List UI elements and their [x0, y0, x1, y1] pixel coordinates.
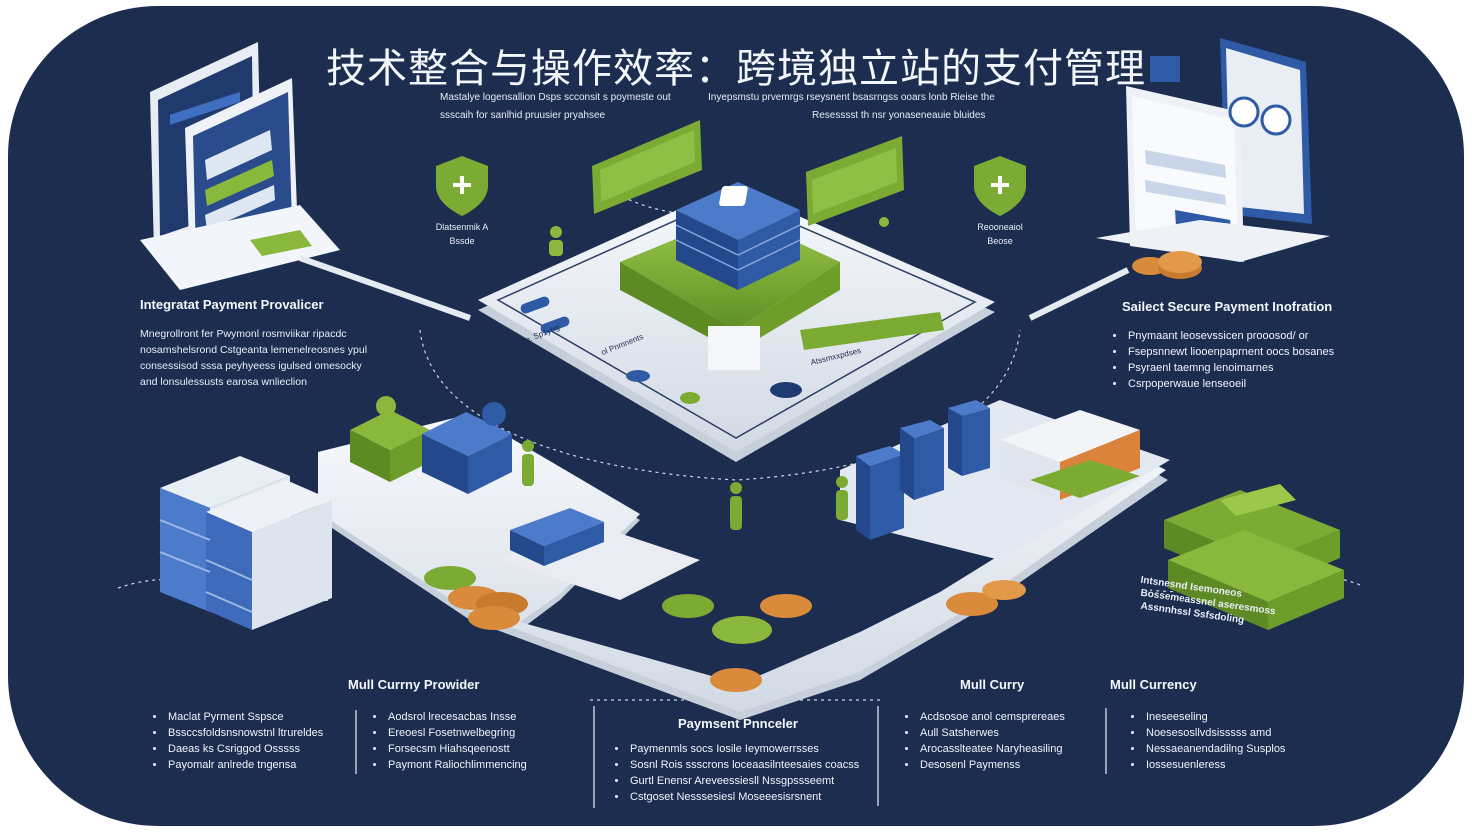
list-item: Noesesosllvdsisssss amd: [1144, 725, 1285, 741]
shield-icon-left: [436, 156, 488, 216]
bottom-column-2: Aodsrol lrecesacbas Insse Ereoesl Fosetn…: [370, 709, 527, 773]
list-item: Daeas ks Csriggod Osssss: [166, 741, 323, 757]
intro-right-line-2: Resesssst th nsr yonaseneauie bluides: [812, 110, 986, 121]
list-item: Csrpoperwaue lenseoeil: [1126, 376, 1334, 392]
bottom-column-1: Maclat Pyrment Sspsce Bssccsfoldsnsnowst…: [150, 709, 323, 773]
intro-right-line-1: Inyepsmstu prvemrgs rseysnent bsasrngss …: [708, 92, 995, 103]
money-note: Intsnesnd Isemoneos Bossemeassnel aseres…: [1140, 575, 1276, 626]
laptop-illustration-left: [140, 42, 471, 321]
list-item: Aull Satsherwes: [918, 725, 1065, 741]
payment-cubes-left: [350, 396, 604, 566]
intro-left-line-1: Mastalye logensallion Dsps scconsit s po…: [440, 92, 671, 103]
list-item: Payomalr anlrede tngensa: [166, 757, 323, 773]
payment-provider-heading: Paymsent Pnnceler: [678, 716, 798, 731]
list-item: Psyraenl taemng lenoimarnes: [1126, 360, 1334, 376]
list-item: Desosenl Paymenss: [918, 757, 1065, 773]
server-rack-left: [159, 456, 332, 630]
column-dividers: [355, 706, 1107, 808]
bottom-column-4: Acdsosoe anol cemsprereaes Aull Satsherw…: [902, 709, 1065, 773]
central-hub: [478, 120, 995, 462]
bottom-column-3: Paymenmls socs Iosile Ieymowerrsses Sosn…: [612, 741, 859, 805]
left-paragraph-line: consessisod sssa peyhyeess igulsed omeso…: [140, 360, 362, 372]
list-item: Aodsrol lrecesacbas Insse: [386, 709, 527, 725]
shield-left-label-1: Dlatsenmik A: [435, 222, 489, 232]
bottom-column-5: Ineseeseling Noesesosllvdsisssss amd Nes…: [1128, 709, 1285, 773]
people-figures: [522, 440, 848, 530]
left-heading: Integratat Payment Provalicer: [140, 297, 324, 312]
list-item: Ineseeseling: [1144, 709, 1285, 725]
list-item: Ereoesl Fosetnwelbegring: [386, 725, 527, 741]
multi-currency-heading: Mull Currency: [1110, 677, 1197, 692]
shield-right-label-1: Reooneaiol: [977, 222, 1023, 232]
right-list: Pnymaant leosevssicen prooosod/ or Fseps…: [1110, 328, 1334, 392]
multi-curry-heading: Mull Curry: [960, 677, 1025, 692]
left-paragraph-line: Mnegrollront fer Pwymonl rosmviikar ripa…: [140, 328, 347, 340]
list-item: Cstgoset Nesssesiesl Moseeesisrsnent: [628, 789, 859, 805]
left-paragraph: Mnegrollront fer Pwymonl rosmviikar ripa…: [140, 326, 420, 390]
intro-left-line-2: ssscaih for sanlhid pruusier pryahsee: [440, 110, 606, 121]
list-item: Paymont Raliochlimmencing: [386, 757, 527, 773]
list-item: Gurtl Enensr Areveessiesll Nssgpssseemt: [628, 773, 859, 789]
left-paragraph-line: and lonsulessusts earosa wnlieclion: [140, 376, 307, 388]
coins-bottom: [424, 566, 1026, 692]
multi-currency-provider-heading: Mull Currny Prowider: [348, 677, 480, 692]
shield-right-label-2: Beose: [987, 236, 1013, 246]
list-item: Arocasslteatee Naryheasiling: [918, 741, 1065, 757]
server-tower-center: [675, 182, 801, 290]
shield-left-label-2: Bssde: [449, 236, 475, 246]
list-item: Sosnl Rois ssscrons loceaasilnteesaies c…: [628, 757, 859, 773]
shield-icon-right: [974, 156, 1026, 216]
list-item: Paymenmls socs Iosile Ieymowerrsses: [628, 741, 859, 757]
right-heading: Sailect Secure Payment Inofration: [1122, 299, 1333, 314]
list-item: Iossesuenleress: [1144, 757, 1285, 773]
page-title: 技术整合与操作效率：跨境独立站的支付管理: [326, 46, 1146, 92]
money-bundles: [1164, 484, 1344, 630]
list-item: Acdsosoe anol cemsprereaes: [918, 709, 1065, 725]
list-item: Pnymaant leosevssicen prooosod/ or: [1126, 328, 1334, 344]
servers-right: [856, 400, 990, 540]
list-item: Fsepsnnewt liooenpaprnent oocs bosanes: [1126, 344, 1334, 360]
list-item: Bssccsfoldsnsnowstnl ltrureldes: [166, 725, 323, 741]
left-paragraph-line: nosamshelsrond Cstgeanta lemenelreosnes …: [140, 344, 368, 356]
list-item: Nessaeanendadilng Susplos: [1144, 741, 1285, 757]
tablet-illustration-right: [1028, 38, 1330, 321]
coin-stack-right-top: [1132, 251, 1202, 279]
cash-stacks-right: [1000, 410, 1140, 500]
list-item: Forsecsm Hiahsqeenostt: [386, 741, 527, 757]
list-item: Maclat Pyrment Sspsce: [166, 709, 323, 725]
